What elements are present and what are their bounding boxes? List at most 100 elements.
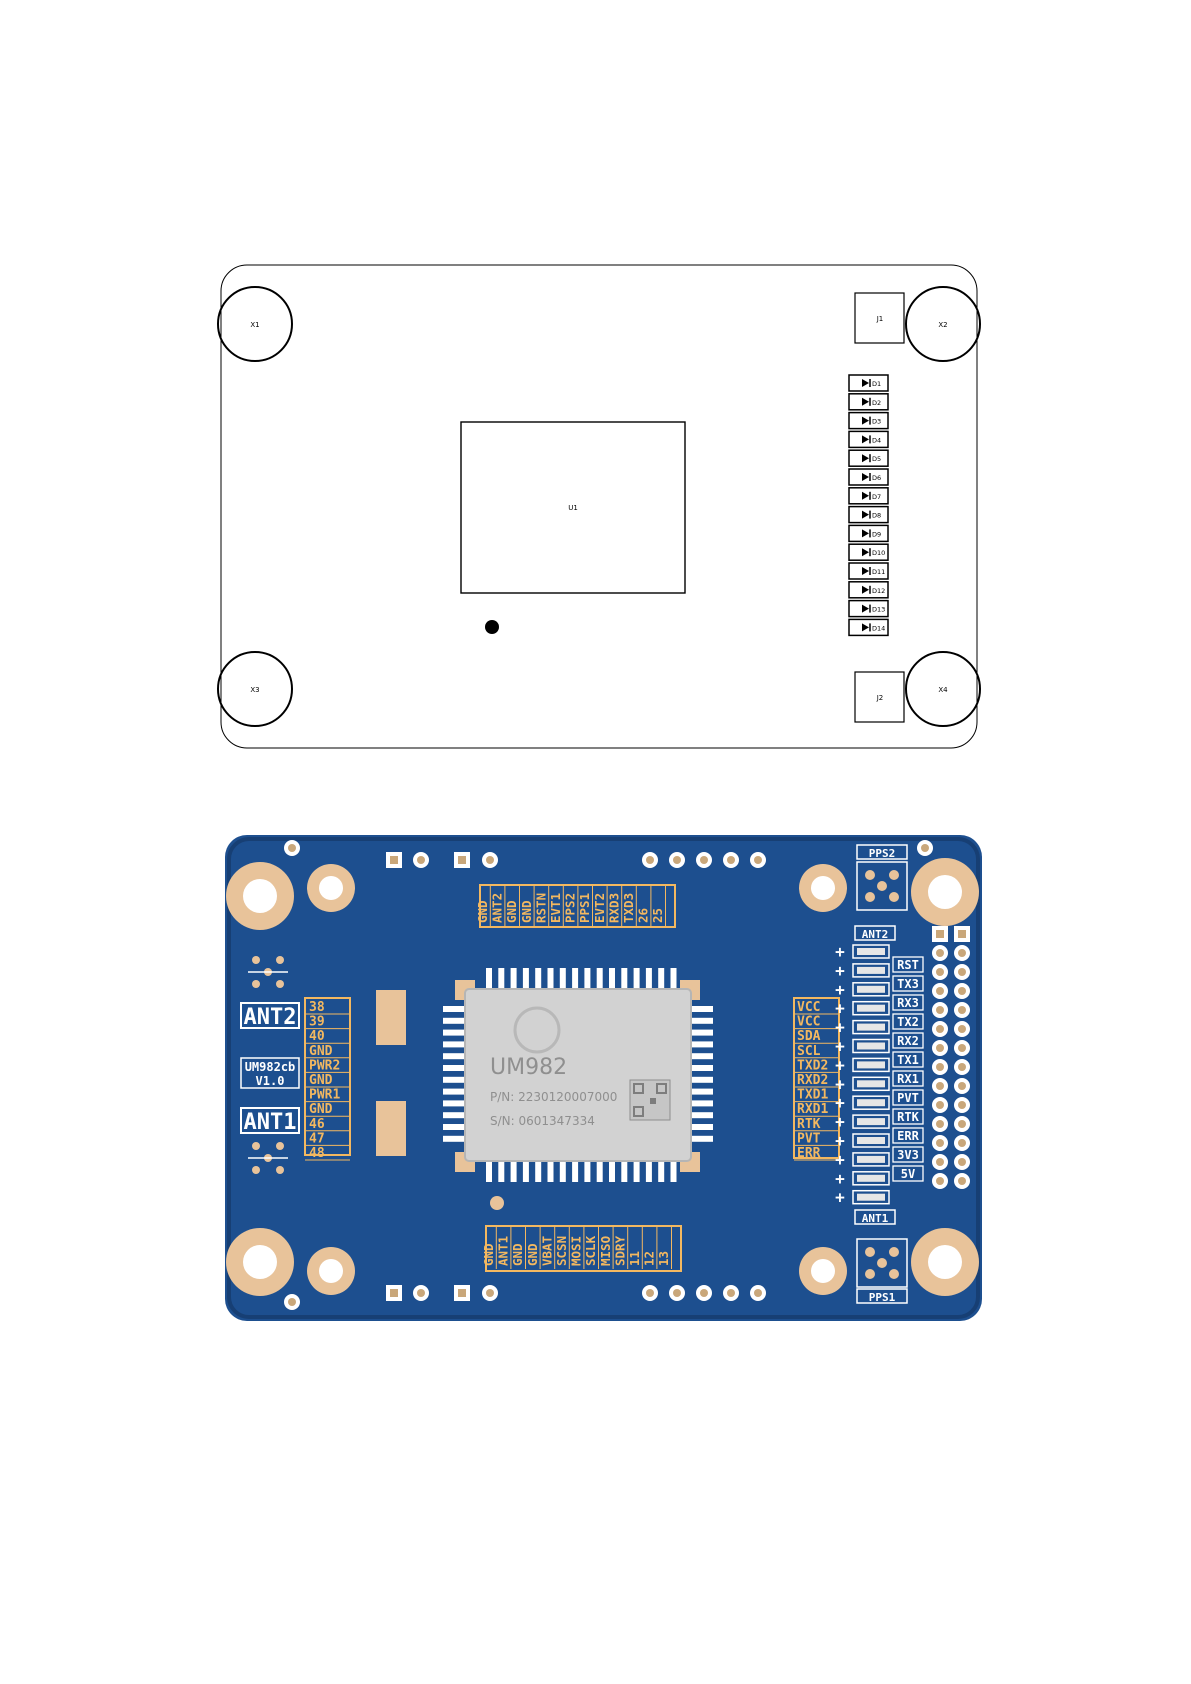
header-pin-label: 26 (636, 908, 651, 923)
led-label: TX1 (897, 1053, 919, 1067)
pad-core (390, 1289, 398, 1297)
module-pad-bottom (535, 1160, 542, 1182)
header-pin-label: GND (481, 1243, 496, 1266)
led-label: 5V (901, 1167, 915, 1181)
pad-core (288, 1298, 296, 1306)
hole-tl-inner (243, 879, 277, 913)
plus-icon: + (835, 1112, 845, 1131)
pad-core (936, 1177, 944, 1185)
header-pin-label: 11 (627, 1251, 642, 1266)
left-pin-label: 39 (309, 1015, 325, 1030)
led-label: RTK (897, 1110, 919, 1124)
pad-core (958, 949, 966, 957)
led-label-box (892, 1089, 924, 1106)
diode-icon (862, 379, 869, 387)
module-pad-top (596, 968, 603, 990)
led-label-box (892, 956, 924, 973)
led-pad (857, 1023, 885, 1031)
x2-label: X2 (938, 321, 947, 329)
module-pad-top (486, 968, 492, 990)
module-logo-arc (513, 1006, 561, 1054)
module-pad-right (691, 1088, 713, 1095)
module-pad-left (443, 1124, 465, 1130)
pad-core (958, 1025, 966, 1033)
plus-icon: + (835, 1055, 845, 1074)
module-pad-right (691, 1076, 713, 1083)
left-pin-label: 40 (309, 1029, 325, 1044)
led-label-box (892, 975, 924, 992)
pad-core (936, 1082, 944, 1090)
module-pad-bottom (498, 1160, 505, 1182)
diode-icon (862, 397, 869, 406)
module-pad-bottom (547, 1160, 554, 1182)
plus-icon: + (835, 1169, 845, 1188)
pad-core (958, 968, 966, 976)
chip-sn: S/N: 0601347334 (490, 1114, 595, 1128)
left-pin-label: 47 (309, 1131, 325, 1146)
ant1-footprint (248, 1142, 288, 1174)
module-pad-bottom (559, 1160, 566, 1182)
x3-label: X3 (250, 686, 259, 694)
led-pad (857, 985, 885, 993)
module-pad-left (443, 1029, 465, 1036)
header-pin-label: SCLK (583, 1235, 598, 1266)
right-pin-label: RXD1 (797, 1102, 828, 1117)
hole-small-tl-inner (319, 876, 343, 900)
module-pad-bottom (572, 1160, 579, 1182)
led-label-box (892, 1146, 924, 1163)
led-label-box (892, 994, 924, 1011)
pad-core (646, 1289, 654, 1297)
model-label: UM982cb (245, 1060, 296, 1074)
pps-connectors: PPS2 PPS1 (856, 844, 908, 1304)
header-pin-label: RXD3 (606, 893, 621, 923)
mount-hole-x1 (217, 286, 293, 362)
diode-icon (862, 623, 869, 632)
right-pin-label: TXD2 (797, 1058, 828, 1073)
pad-core (958, 1120, 966, 1128)
module-pad-bottom (596, 1160, 603, 1182)
header-pin-label: MISO (598, 1236, 613, 1266)
pad-core (486, 856, 494, 864)
hole-small-br-inner (811, 1259, 835, 1283)
pad-core (936, 1063, 944, 1071)
pad-core (958, 1158, 966, 1166)
module-pad-top (498, 968, 505, 990)
led-label-box (892, 1108, 924, 1125)
led-pad (857, 1099, 885, 1107)
header-pin-label: EVT1 (548, 893, 563, 923)
plus-icon: + (835, 1131, 845, 1150)
right-pin-label: SDA (797, 1029, 821, 1044)
connector-j2 (854, 671, 905, 723)
pad-core (936, 949, 944, 957)
led-frame (852, 944, 890, 959)
led-frame (852, 1057, 890, 1073)
j1-label: J1 (876, 315, 884, 323)
led-pad (857, 1004, 885, 1012)
pad-core (458, 856, 466, 864)
module-pad-right (691, 1100, 713, 1107)
module-pad-bottom (658, 1160, 665, 1182)
pad-core (936, 1006, 944, 1014)
module-pad-left (443, 1112, 465, 1119)
pad-core (700, 1289, 708, 1297)
led-label-box (892, 1051, 924, 1068)
ant2-small-label: ANT2 (862, 928, 889, 941)
module-pad-left (443, 1041, 465, 1048)
mount-holes (226, 858, 979, 1296)
right-pin-label: PVT (797, 1131, 821, 1146)
pad-core (417, 856, 425, 864)
module-pad-top (535, 968, 542, 990)
led-label: D9 (872, 530, 881, 538)
led-label: D10 (872, 549, 885, 557)
ant1-small-box (854, 1209, 896, 1225)
header-pin-label: GND (475, 900, 490, 923)
led-label: D11 (872, 568, 885, 576)
led-label: TX3 (897, 977, 919, 991)
plus-icon: + (835, 999, 845, 1018)
pad-core (936, 987, 944, 995)
left-pin-label: 46 (309, 1117, 325, 1132)
pad-core (958, 1006, 966, 1014)
plus-icon: + (835, 1018, 845, 1037)
